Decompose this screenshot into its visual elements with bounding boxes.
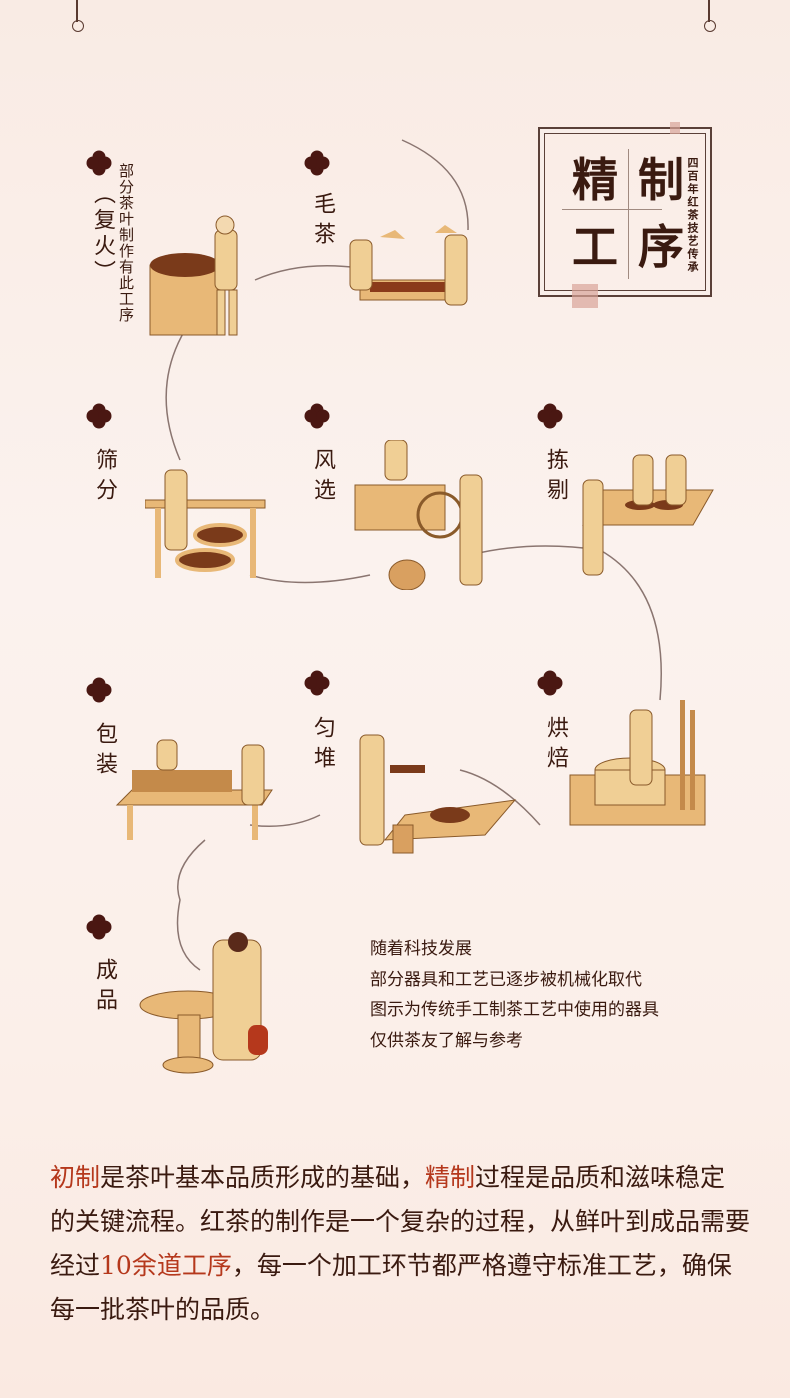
description-paragraph: 初制是茶叶基本品质形成的基础，精制过程是品质和滋味稳定的关键流程。红茶的制作是一… xyxy=(50,1156,750,1332)
step-label-jianti: 拣剔 xyxy=(543,448,568,508)
step-label-baozhuang: 包装 xyxy=(92,722,117,782)
paragraph-text: ，每一个加工环节都严格遵守标准工艺，确保每一批茶叶的品质。 xyxy=(50,1251,732,1324)
note-line: 随着科技发展 xyxy=(370,939,472,959)
red-seal-stamp xyxy=(670,122,680,134)
step-label-fengxuan: 风选 xyxy=(310,448,335,508)
illustration-chengpin xyxy=(139,932,268,1074)
step-note-fuhuo: 部分茶叶制作有此工序 xyxy=(117,163,135,323)
note-line: 部分器具和工艺已逐步被机械化取代 xyxy=(370,969,642,990)
process-notes: 随着科技发展 部分器具和工艺已逐步被机械化取代 图示为传统手工制茶工艺中使用的器… xyxy=(370,934,659,1056)
quatrefoil-icon xyxy=(86,150,112,176)
illustration-hongbei xyxy=(569,700,706,826)
hanging-string-left xyxy=(72,0,84,32)
illustration-shaifen xyxy=(145,469,266,578)
highlight-process-count: 10余道工序 xyxy=(100,1251,232,1280)
quatrefoil-icon xyxy=(304,670,330,696)
title-char: 制 xyxy=(638,153,684,207)
highlight-chuzhi: 初制 xyxy=(50,1163,101,1192)
title-char: 精 xyxy=(572,153,618,207)
note-line: 仅供茶友了解与参考 xyxy=(370,1030,523,1051)
step-label-fuhuo: （复火） xyxy=(90,182,115,286)
step-label-maocha: 毛茶 xyxy=(310,192,335,252)
quatrefoil-icon xyxy=(86,403,112,429)
step-label-chengpin: 成品 xyxy=(92,958,117,1018)
note-line: 图示为传统手工制茶工艺中使用的器具 xyxy=(370,1000,659,1020)
step-label-yundui: 匀堆 xyxy=(310,716,335,776)
title-char: 工 xyxy=(572,220,618,274)
quatrefoil-icon xyxy=(86,914,112,940)
paragraph-text: 过程是品质和滋味稳定的关键流程。红茶的制作是一个复杂的过程，从鲜叶到成品需要经过 xyxy=(50,1163,751,1280)
illustration-yundui xyxy=(359,734,517,854)
quatrefoil-icon xyxy=(304,150,330,176)
quatrefoil-icon xyxy=(86,677,112,703)
title-char: 序 xyxy=(638,220,684,274)
quatrefoil-icon xyxy=(304,403,330,429)
illustration-fuhuo xyxy=(149,215,238,336)
illustration-fengxuan xyxy=(354,440,483,590)
title-seal: 精 制 工 序 四百年红茶技艺传承 xyxy=(538,127,712,297)
paragraph-text: 是茶叶基本品质形成的基础， xyxy=(100,1163,426,1192)
highlight-jingzhi: 精制 xyxy=(425,1163,476,1192)
step-label-shaifen: 筛分 xyxy=(92,448,117,508)
illustration-baozhuang xyxy=(115,739,273,840)
quatrefoil-icon xyxy=(537,670,563,696)
title-subtitle: 四百年红茶技艺传承 xyxy=(686,157,699,274)
hanging-string-right xyxy=(704,0,716,32)
illustration-maocha xyxy=(349,225,468,306)
quatrefoil-icon xyxy=(537,403,563,429)
red-seal-stamp xyxy=(572,284,598,308)
illustration-jianti xyxy=(582,454,714,576)
step-label-hongbei: 烘焙 xyxy=(543,716,568,776)
